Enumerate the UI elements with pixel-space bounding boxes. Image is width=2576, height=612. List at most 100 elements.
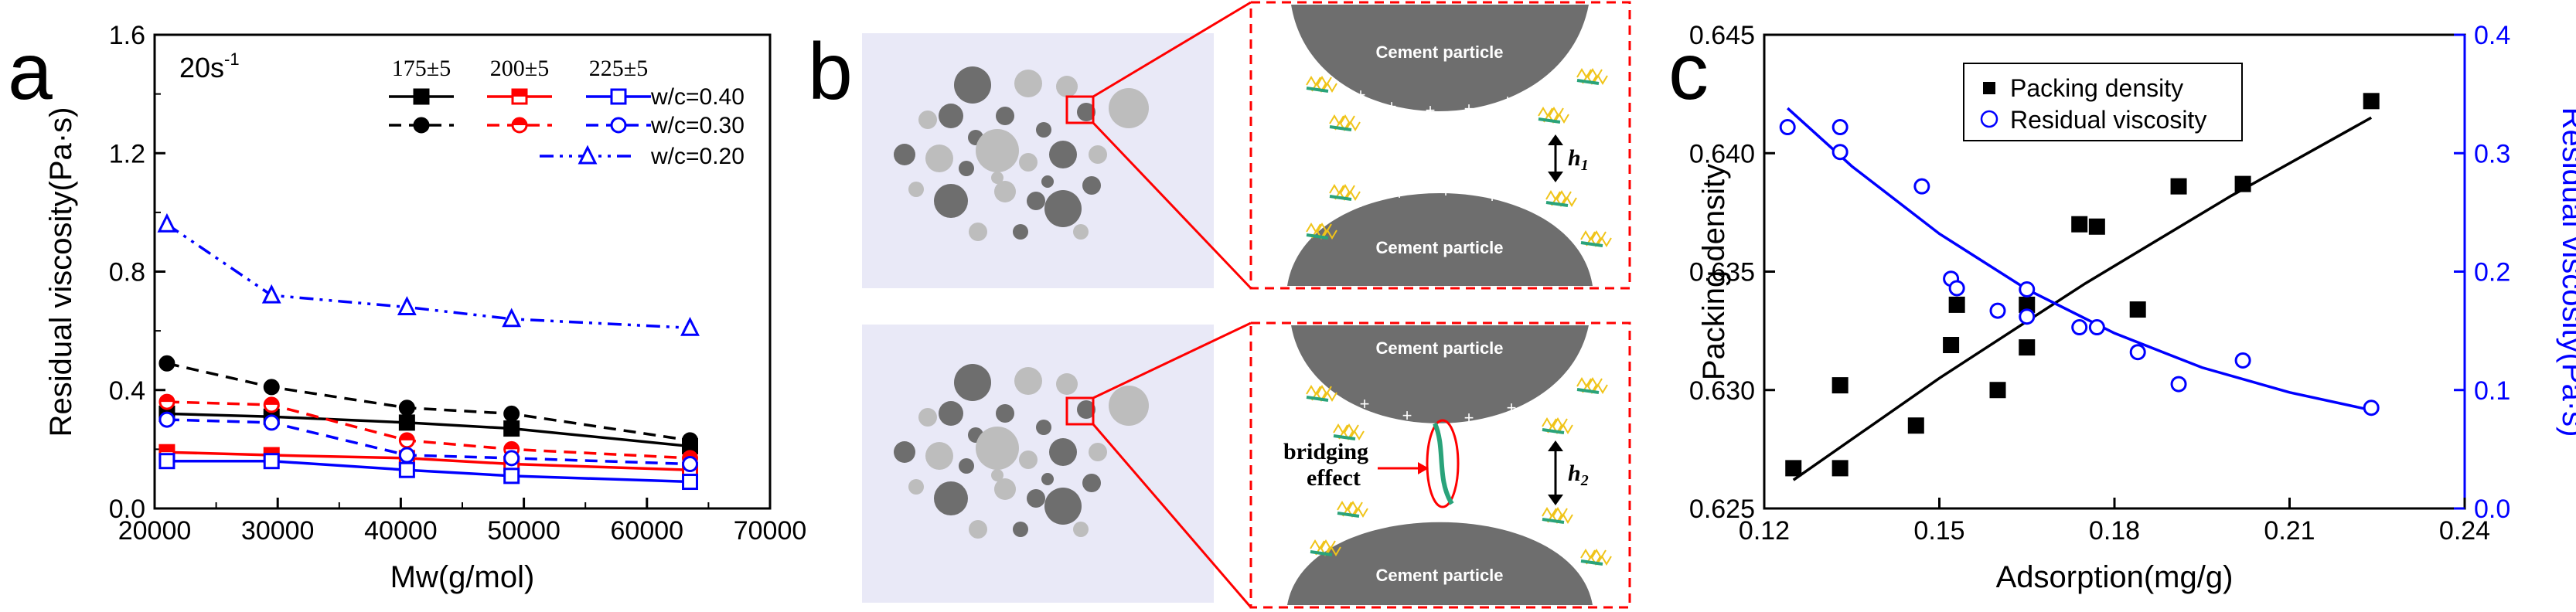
polymer-tuft-15-3 <box>1596 555 1612 566</box>
a-point-6-1 <box>261 284 281 304</box>
polymer-tuft-15-1 <box>1586 555 1601 566</box>
c-xtick-label: 0.24 <box>2439 516 2490 546</box>
polymer-tuft-3-3 <box>1593 74 1608 85</box>
surface-charge-17: + <box>1511 512 1521 531</box>
c-xtick-label: 0.15 <box>1913 516 1964 546</box>
polymer-tuft-2-0 <box>1538 107 1553 117</box>
legend-residual-viscosity-marker <box>1980 110 1998 128</box>
particle-bottom-20 <box>1044 488 1082 525</box>
polymer-backbone-14 <box>1542 518 1565 524</box>
panel-c-letter: c <box>1668 27 1709 117</box>
particle-bottom-13 <box>1089 443 1107 461</box>
a-point-3-4 <box>682 432 699 449</box>
polymer-backbone-12 <box>1310 550 1333 556</box>
c-ytick-label: 0.630 <box>1689 376 1755 406</box>
particle-cluster-bottom <box>894 364 1149 539</box>
polymer-backbone-11 <box>1576 388 1600 394</box>
a-xtick-label: 60000 <box>611 516 684 546</box>
particle-top-14 <box>925 144 953 172</box>
polymer-tuft-7-2 <box>1591 230 1607 241</box>
polymer-tuft-2-2 <box>1549 107 1564 117</box>
c-point-0-14 <box>2363 93 2380 110</box>
a-point-5-1 <box>263 414 280 431</box>
zoom-line-top-1 <box>1092 1 1252 98</box>
a-point-4-0-fill <box>159 395 174 403</box>
polymer-tuft-1-2 <box>1340 114 1355 125</box>
particle-bottom-12 <box>1019 450 1038 469</box>
a-point-4-4-fill <box>683 450 697 458</box>
polymer-tuft-1-0 <box>1329 114 1344 125</box>
particle-top-20 <box>1044 190 1082 227</box>
a-point-2-1 <box>263 453 280 470</box>
a-point-4-3-fill <box>504 442 519 450</box>
a-point-3-3 <box>503 405 520 422</box>
a-legend-marker-0-0 <box>413 88 430 105</box>
cement-particle-bottom-lower <box>1287 522 1593 605</box>
c-point-1-1 <box>1831 119 1849 136</box>
particle-bottom-6 <box>1077 400 1095 419</box>
surface-charge-1: + <box>1387 97 1397 116</box>
particle-bottom-14 <box>925 442 953 470</box>
zoom-line-top-2 <box>1092 121 1252 290</box>
a-point-3-1 <box>263 379 280 396</box>
cement-label-1: Cement particle <box>1375 42 1503 62</box>
polymer-tuft-3-1 <box>1582 74 1597 85</box>
particle-top-3 <box>918 110 937 129</box>
polymer-backbone-0 <box>1306 87 1329 93</box>
cement-label-4: Cement particle <box>1375 566 1503 585</box>
c-point-0-7 <box>2019 339 2036 356</box>
a-series-line-2 <box>166 459 690 484</box>
a-legend-marker-0-2 <box>610 88 627 105</box>
particle-bottom-10 <box>1036 420 1051 435</box>
legend-col-225: 225±5 <box>589 56 648 81</box>
particle-top-5 <box>1056 76 1078 97</box>
zoom-marker-bottom <box>1065 396 1095 426</box>
c-point-0-4 <box>1943 337 1960 354</box>
c-ytick-label: 0.635 <box>1689 258 1755 287</box>
c-y2tick-label: 0.0 <box>2474 495 2510 524</box>
polymer-tuft-11-2 <box>1587 377 1603 388</box>
a-point-2-4 <box>682 474 699 491</box>
zoom-line-bottom-2 <box>1092 423 1252 608</box>
c-ytick-label: 0.625 <box>1689 495 1755 524</box>
a-legend-marker-2-2 <box>578 144 598 165</box>
polymer-tuft-0-3 <box>1322 82 1337 93</box>
polymer-tuft-5-3 <box>1345 190 1361 201</box>
particle-bottom-21 <box>1082 474 1101 492</box>
particle-bottom-9 <box>976 427 1019 470</box>
legend-row-040: w/c=0.40 <box>650 84 745 110</box>
polymer-tuft-5-2 <box>1340 184 1355 195</box>
particle-bottom-18 <box>994 478 1016 500</box>
polymer-tuft-4-3 <box>1322 229 1337 240</box>
legend-row-020: w/c=0.20 <box>650 144 745 169</box>
polymer-tuft-6-2 <box>1556 190 1572 201</box>
particle-bottom-22 <box>1073 522 1089 537</box>
panel-c-series <box>1779 93 2380 481</box>
a-point-5-3 <box>503 450 520 467</box>
particle-bottom-7 <box>1109 386 1149 426</box>
particle-top-22 <box>1073 224 1089 240</box>
a-point-5-2 <box>398 447 415 464</box>
zoom-line-bottom-1 <box>1092 321 1252 400</box>
surface-charge-11: + <box>1402 406 1412 425</box>
c-point-1-9 <box>2071 319 2088 336</box>
polymer-tuft-13-2 <box>1348 501 1363 512</box>
polymer-tuft-15-0 <box>1580 549 1596 559</box>
polymer-tuft-9-0 <box>1333 423 1348 434</box>
polymer-backbone-3 <box>1576 79 1600 85</box>
c-point-1-3 <box>1913 178 1930 195</box>
polymer-backbone-6 <box>1545 201 1569 207</box>
particle-top-23 <box>969 223 987 241</box>
polymer-backbone-4 <box>1306 233 1329 240</box>
particle-bottom-11 <box>1049 438 1077 466</box>
particle-bottom-1 <box>1014 367 1042 395</box>
polymer-backbone-10 <box>1542 428 1565 434</box>
particle-bottom-24 <box>1013 522 1028 537</box>
c-point-0-10 <box>2088 218 2105 235</box>
particle-top-1 <box>1014 70 1042 97</box>
polymer-backbone-9 <box>1333 434 1356 440</box>
polymer-tuft-14-1 <box>1547 513 1562 524</box>
